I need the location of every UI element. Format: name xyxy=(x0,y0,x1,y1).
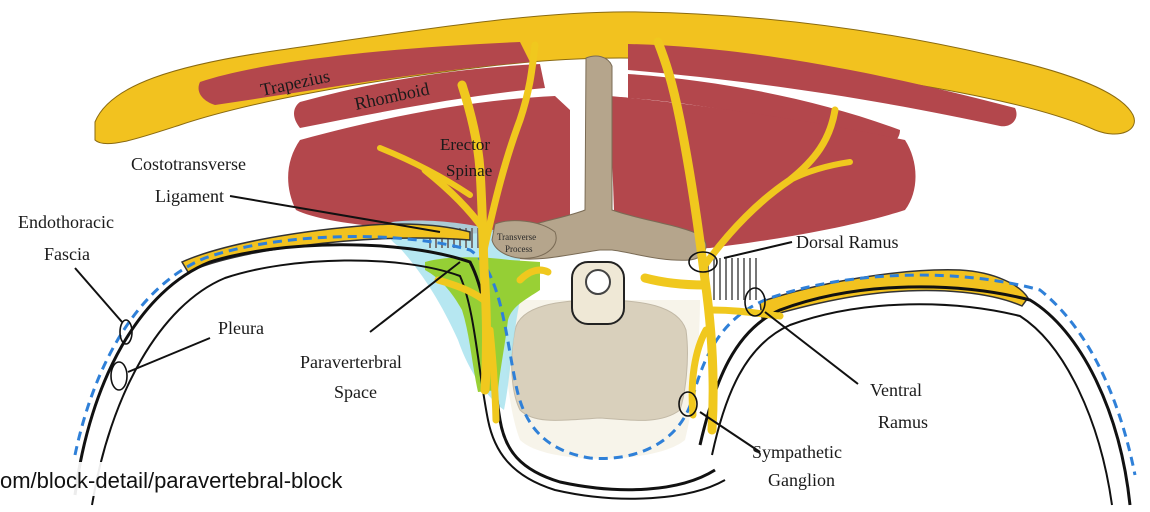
pointer-ventral-ramus xyxy=(765,312,858,384)
label-sympathetic-2: Ganglion xyxy=(768,470,835,490)
label-costotransverse-1: Costotransverse xyxy=(131,154,246,174)
label-erector-2: Spinae xyxy=(446,161,492,180)
pointer-pleura xyxy=(128,338,210,372)
label-costotransverse-2: Ligament xyxy=(155,186,224,206)
label-ventral-2: Ramus xyxy=(878,412,928,432)
label-erector-1: Erector xyxy=(440,135,490,154)
spinal-cord-core xyxy=(586,270,610,294)
costotransverse-ligament-right xyxy=(708,258,756,300)
label-paravertebral-1: Paraverterbral xyxy=(300,352,402,372)
label-pleura: Pleura xyxy=(218,318,264,338)
label-ventral-1: Ventral xyxy=(870,380,922,400)
label-endothoracic-1: Endothoracic xyxy=(18,212,114,232)
pointer-endothoracic xyxy=(75,268,122,322)
label-endothoracic-2: Fascia xyxy=(44,244,90,264)
label-sympathetic-1: Sympathetic xyxy=(752,442,842,462)
source-url: om/block-detail/paravertebral-block xyxy=(0,468,343,493)
label-transverse-1: Transverse xyxy=(497,232,536,242)
label-transverse-2: Process xyxy=(505,244,533,254)
label-dorsal-ramus: Dorsal Ramus xyxy=(796,232,899,252)
label-paravertebral-2: Space xyxy=(334,382,377,402)
